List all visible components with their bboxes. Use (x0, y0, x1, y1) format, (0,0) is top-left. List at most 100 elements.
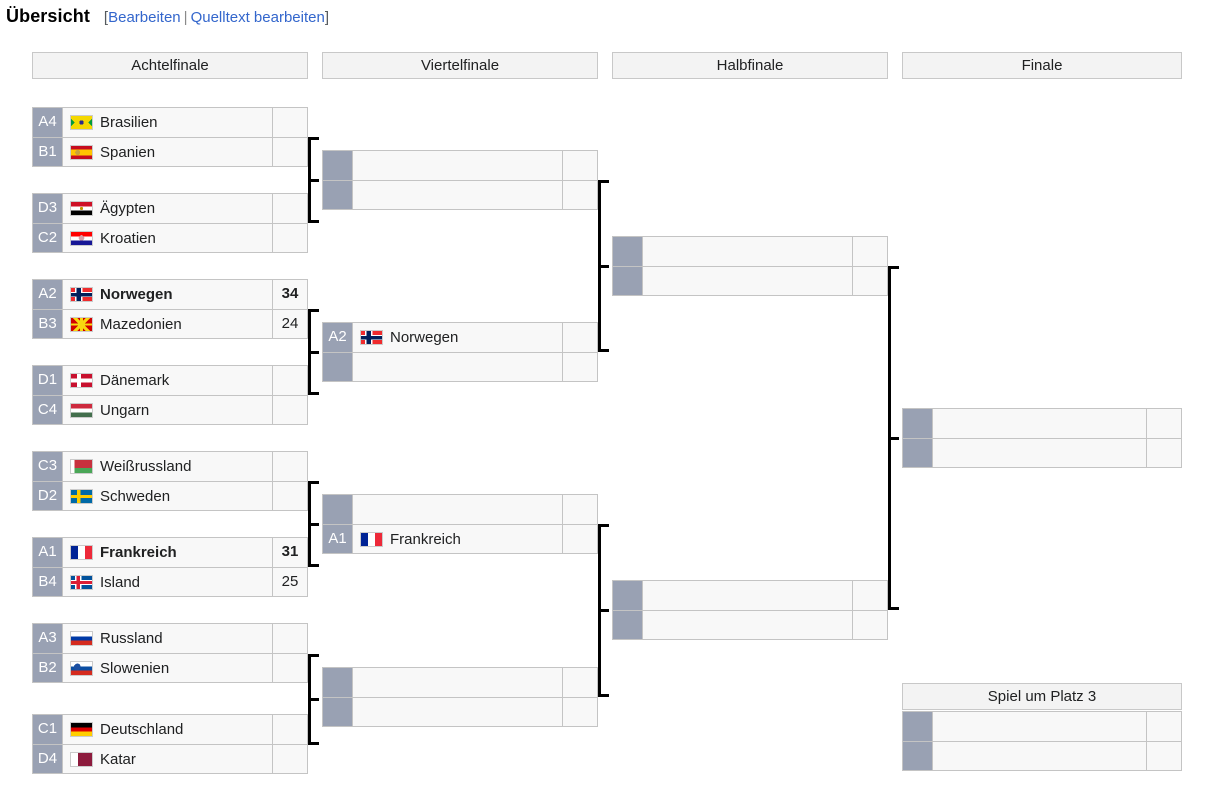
team-score (852, 581, 887, 610)
team-row (322, 352, 598, 382)
team-cell: Schweden (63, 482, 272, 510)
team-cell: Russland (63, 624, 272, 653)
flag-icon-russia (70, 631, 93, 646)
team-cell (643, 611, 852, 639)
team-row (322, 494, 598, 524)
team-name[interactable]: Spanien (100, 143, 156, 161)
team-score (1146, 439, 1181, 467)
team-name[interactable]: Kroatien (100, 229, 156, 247)
seed-label: A1 (33, 538, 63, 567)
team-score (272, 482, 307, 510)
team-row: B2 Slowenien (32, 653, 308, 683)
team-name[interactable]: Dänemark (100, 372, 170, 389)
round-header-third-place: Spiel um Platz 3 (902, 683, 1182, 710)
match-box (902, 408, 1182, 468)
team-score (272, 715, 307, 744)
team-cell: Weißrussland (63, 452, 272, 481)
team-name[interactable]: Island (100, 573, 141, 591)
seed-label (323, 495, 353, 524)
source-edit-link[interactable]: Quelltext bearbeiten (190, 9, 325, 26)
team-row (612, 266, 888, 296)
seed-label: C4 (33, 396, 63, 424)
seed-label: C2 (33, 224, 63, 252)
flag-icon-norway (360, 330, 383, 345)
team-score: 25 (272, 568, 307, 596)
team-name[interactable]: Weißrussland (100, 458, 192, 475)
team-cell: Norwegen (63, 280, 272, 309)
team-cell (353, 181, 562, 209)
team-cell (933, 742, 1146, 770)
seed-label: C3 (33, 452, 63, 481)
bracket-connector (598, 524, 609, 697)
connector-stub (308, 522, 319, 526)
seed-label: A2 (33, 280, 63, 309)
team-cell: Brasilien (63, 108, 272, 137)
team-score: 24 (272, 310, 307, 338)
team-score (272, 108, 307, 137)
seed-label (323, 353, 353, 381)
seed-label (613, 237, 643, 266)
team-name[interactable]: Ägypten (100, 200, 156, 217)
team-cell (353, 495, 562, 524)
team-cell: Slowenien (63, 654, 272, 682)
seed-label: A3 (33, 624, 63, 653)
bracket-close: ] (324, 9, 329, 26)
seed-label: B2 (33, 654, 63, 682)
round-header-semifinals: Halbfinale (612, 52, 888, 79)
link-separator: | (183, 9, 188, 26)
team-name[interactable]: Norwegen (100, 286, 173, 303)
seed-label (903, 439, 933, 467)
flag-icon-qatar (70, 751, 93, 767)
seed-label: A2 (323, 323, 353, 352)
flag-icon-norway (70, 287, 93, 302)
team-row (612, 580, 888, 610)
team-score (562, 181, 597, 209)
team-score (272, 624, 307, 653)
team-cell: Norwegen (353, 323, 562, 352)
team-score (562, 353, 597, 381)
team-name[interactable]: Slowenien (100, 659, 170, 677)
connector-stub (308, 698, 319, 701)
team-row: D4 Katar (32, 744, 308, 774)
team-name[interactable]: Katar (100, 750, 136, 768)
edit-link[interactable]: Bearbeiten (108, 9, 181, 26)
team-name[interactable]: Mazedonien (100, 315, 182, 333)
team-cell: Kroatien (63, 224, 272, 252)
team-score (1146, 712, 1181, 741)
team-score (852, 237, 887, 266)
team-row: A3 Russland (32, 623, 308, 653)
flag-icon-sweden (70, 488, 93, 504)
team-row (612, 610, 888, 640)
round-header-round-of-16: Achtelfinale (32, 52, 308, 79)
page-title: Übersicht (6, 6, 90, 26)
team-score (562, 525, 597, 553)
flag-icon-spain (70, 144, 93, 160)
seed-label (323, 668, 353, 697)
bracket-connector (888, 266, 899, 610)
team-name[interactable]: Frankreich (390, 530, 461, 548)
team-name[interactable]: Russland (100, 630, 163, 647)
seed-label: D4 (33, 745, 63, 773)
team-name[interactable]: Deutschland (100, 721, 184, 738)
connector-stub (888, 436, 899, 440)
team-name[interactable]: Schweden (100, 487, 171, 505)
bracket-connector (598, 180, 609, 352)
team-name[interactable]: Ungarn (100, 401, 150, 419)
connector-stub (598, 264, 609, 268)
team-score (562, 668, 597, 697)
team-name[interactable]: Frankreich (100, 544, 177, 561)
team-name[interactable]: Brasilien (100, 114, 158, 131)
team-score (272, 396, 307, 424)
team-row (902, 711, 1182, 741)
team-name[interactable]: Norwegen (390, 329, 459, 346)
